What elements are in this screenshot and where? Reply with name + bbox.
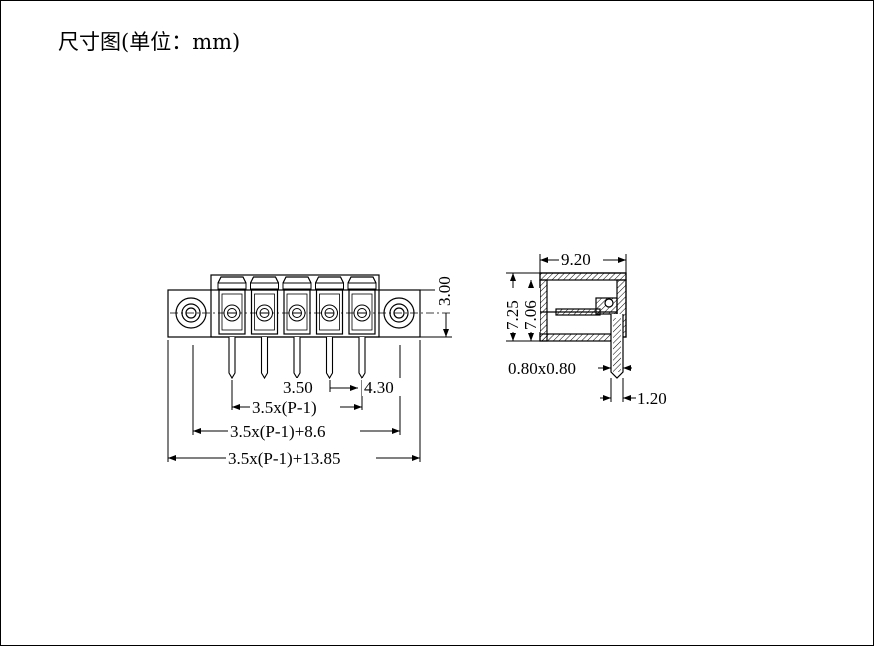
- pin-lead: [260, 337, 269, 380]
- pin-lead: [228, 337, 236, 380]
- side-dim-labels: 9.20 7.25 7.06 0.80x0.80 1.20: [503, 250, 667, 408]
- pin-lead: [293, 337, 301, 380]
- dim-side-height-1: 7.25: [503, 300, 522, 330]
- pin-slot: [249, 276, 280, 335]
- dim-side-width: 9.20: [561, 250, 591, 269]
- dim-edge: 4.30: [364, 378, 394, 397]
- side-left-wall: [539, 279, 548, 342]
- dim-body-length: 3.5x(P-1)+8.6: [230, 422, 326, 441]
- side-view: [539, 272, 627, 379]
- pin-slots: [217, 276, 377, 380]
- pin-slot: [217, 276, 247, 335]
- dim-side-height-2: 7.06: [521, 300, 540, 330]
- pin-lead: [358, 337, 366, 380]
- dim-pin-span: 3.5x(P-1): [252, 398, 317, 417]
- dim-pin-offset: 1.20: [637, 389, 667, 408]
- pin-slot: [282, 276, 312, 335]
- pin-slot: [347, 276, 377, 335]
- side-bottom-wall: [539, 333, 618, 342]
- side-contact-pin: [555, 308, 601, 316]
- side-top-wall: [539, 272, 627, 281]
- dim-total-length: 3.5x(P-1)+13.85: [228, 449, 341, 468]
- pin-slot: [314, 276, 345, 335]
- front-view: [167, 274, 450, 380]
- drawing-title: 尺寸图(单位：mm): [58, 30, 241, 54]
- pin-lead: [325, 337, 334, 380]
- dim-pitch: 3.50: [283, 378, 313, 397]
- dim-front-offset: 3.00: [435, 276, 454, 306]
- dim-pin-section: 0.80x0.80: [508, 359, 576, 378]
- front-dim-labels: 3.50 4.30 3.5x(P-1) 3.5x(P-1)+8.6 3.5x(P…: [226, 262, 455, 468]
